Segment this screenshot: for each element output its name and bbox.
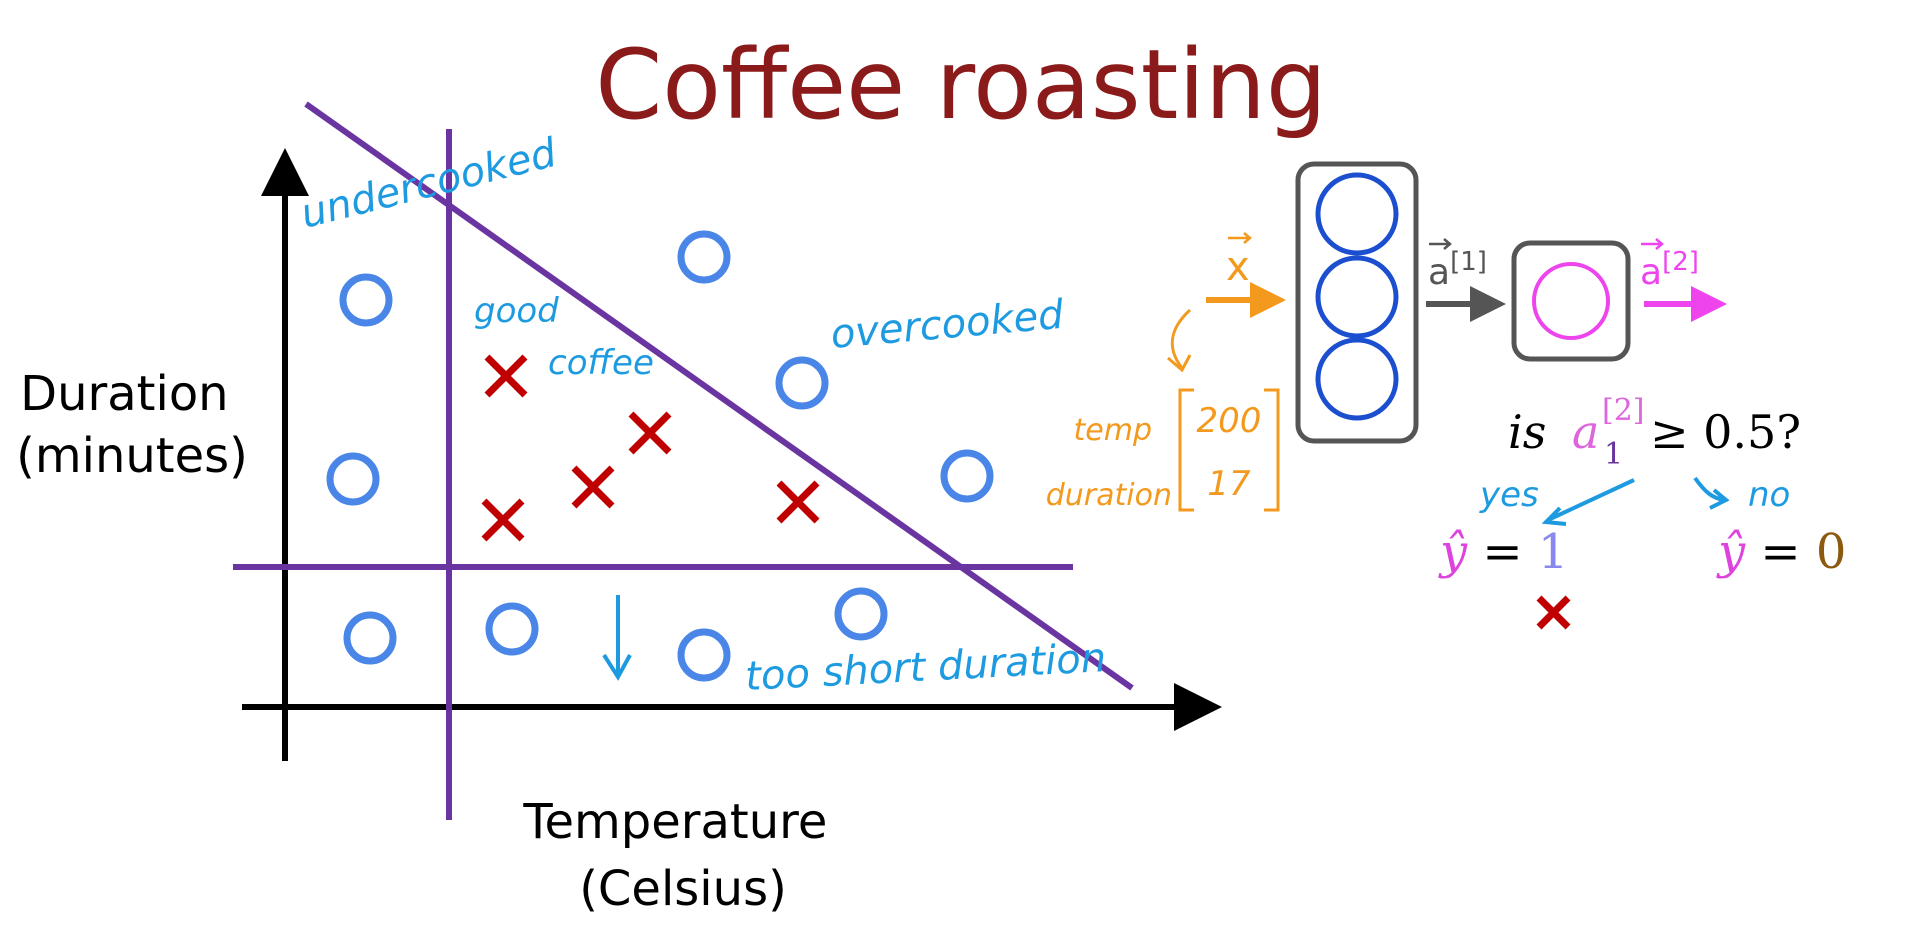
- feature-duration: duration: [1046, 478, 1172, 513]
- circle-point: [677, 628, 731, 682]
- input-x-label: x: [1226, 244, 1250, 290]
- data-points: [326, 230, 994, 682]
- hidden-output-label: a[1]: [1428, 247, 1487, 293]
- no-arrow-icon: [1693, 476, 1730, 510]
- label-too-short-duration: too short duration: [744, 635, 1107, 700]
- threshold-question-suffix: ≥ 0.5?: [1650, 405, 1801, 459]
- circle-point: [485, 602, 539, 656]
- label-good: good: [474, 291, 559, 331]
- vector-arrow-a2-icon: [1641, 238, 1664, 250]
- x-axis-label: Temperature (Celsius): [522, 794, 842, 917]
- value-200: 200: [1197, 401, 1262, 441]
- hidden-neuron-3: [1315, 337, 1399, 421]
- boundary-diagonal: [304, 101, 1134, 691]
- threshold-question-sup: [2]: [1602, 393, 1645, 428]
- cross-point: [776, 480, 820, 524]
- circle-point: [775, 356, 829, 410]
- label-coffee: coffee: [548, 343, 654, 383]
- result-cross-icon: [1536, 595, 1571, 630]
- prediction-no: ŷ = 0: [1716, 524, 1846, 580]
- circle-point: [339, 273, 393, 327]
- hidden-neuron-1: [1315, 172, 1399, 256]
- cross-point: [484, 354, 528, 398]
- y-axis-label: Duration (minutes): [16, 366, 248, 484]
- value-17: 17: [1207, 464, 1251, 504]
- label-undercooked: undercooked: [296, 130, 561, 238]
- circle-point: [834, 587, 888, 641]
- threshold-question-prefix: is: [1508, 405, 1546, 459]
- cross-point: [571, 465, 615, 509]
- cross-point: [628, 411, 672, 455]
- label-yes: yes: [1479, 475, 1539, 515]
- output-neuron: [1532, 262, 1610, 340]
- vector-arrow-x-icon: [1228, 232, 1252, 244]
- label-overcooked: overcooked: [829, 292, 1066, 358]
- vector-arrow-a1-icon: [1429, 238, 1452, 250]
- yes-arrow-icon: [1541, 478, 1635, 526]
- threshold-question-sub: 1: [1604, 437, 1623, 472]
- circle-point: [940, 449, 994, 503]
- bracket-right: [1264, 388, 1280, 512]
- output-layer-box: [1511, 240, 1631, 362]
- output-label: a[2]: [1640, 247, 1699, 293]
- label-no: no: [1748, 475, 1790, 515]
- circle-point: [343, 611, 397, 665]
- circle-point: [677, 230, 731, 284]
- feature-temp: temp: [1074, 413, 1153, 448]
- cross-point: [481, 498, 525, 542]
- circle-point: [326, 452, 380, 506]
- hidden-neuron-2: [1315, 255, 1399, 339]
- prediction-yes: ŷ = 1: [1438, 524, 1568, 580]
- down-arrow-icon: [602, 595, 632, 681]
- bracket-left: [1178, 388, 1194, 512]
- threshold-question-var: a: [1572, 405, 1599, 459]
- hidden-layer-box: [1295, 161, 1419, 444]
- slide-title: Coffee roasting: [595, 29, 1327, 141]
- orange-curved-arrow-icon: [1167, 308, 1192, 373]
